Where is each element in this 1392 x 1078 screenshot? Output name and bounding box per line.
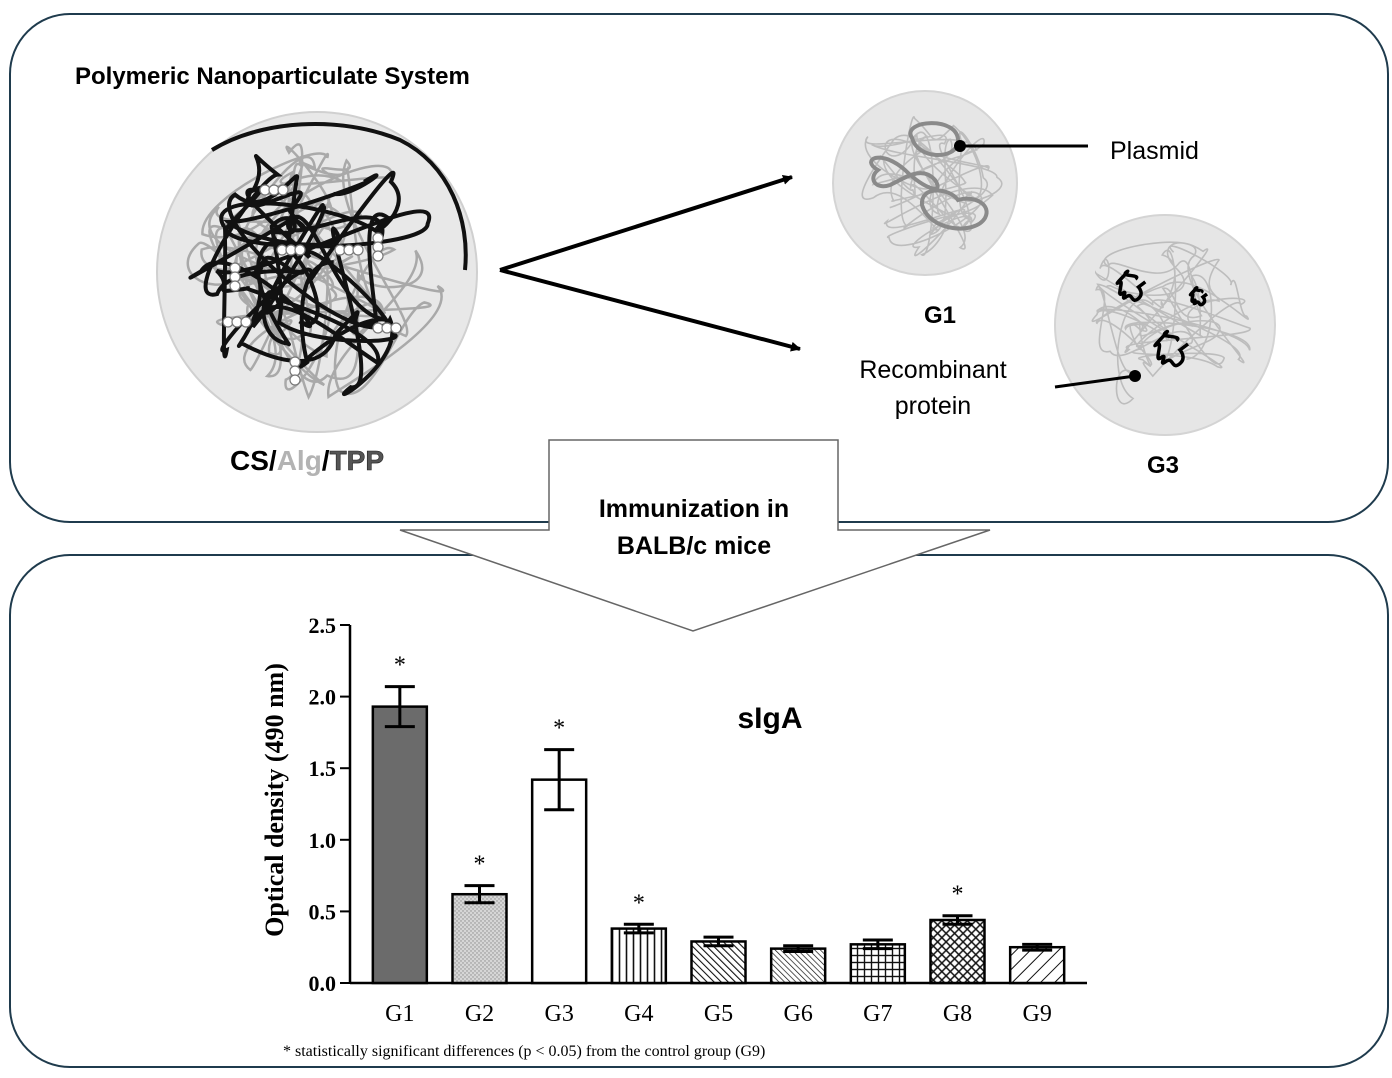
separator-2: / [322, 445, 330, 476]
error-bar-g1 [384, 685, 415, 729]
g3-polymer-mesh [1091, 241, 1251, 405]
x-tick-label: G3 [544, 1001, 573, 1027]
recombinant-label-line2: protein [895, 392, 971, 420]
protein-cluster [1188, 285, 1209, 307]
error-bar-g4 [623, 922, 654, 935]
bar-g8 [929, 918, 986, 985]
tpp-crosslink [222, 316, 252, 328]
x-tick-label: G6 [783, 1001, 812, 1027]
arrow-to-g3 [499, 268, 801, 352]
error-bar-g8 [942, 914, 973, 926]
bar-g9 [1008, 945, 1066, 985]
immunization-label-line2: BALB/c mice [617, 532, 771, 560]
y-tick-label: 1.0 [309, 828, 337, 853]
tpp-label: TPP [330, 445, 384, 476]
x-tick-label: G8 [943, 1001, 972, 1027]
significance-mark: * [633, 890, 645, 916]
arrow-to-g1 [499, 174, 793, 272]
chart-footnote: * statistically significant differences … [283, 1043, 765, 1060]
immunization-arrow [399, 439, 991, 632]
recombinant-label-line1: Recombinant [859, 356, 1006, 384]
tpp-crosslink [259, 184, 289, 196]
g1-particle [832, 90, 1018, 276]
composition-label: CS/Alg/TPP [230, 445, 384, 476]
protein-cluster [1153, 329, 1190, 368]
error-bar-g6 [783, 944, 814, 953]
separator-1: / [269, 445, 277, 476]
error-bar-g3 [544, 748, 575, 812]
y-tick-label: 0.5 [309, 899, 337, 924]
chitosan-chain [188, 154, 432, 396]
chitosan-rim-chain [210, 122, 468, 271]
significance-mark: * [952, 882, 964, 908]
x-tick-label: G9 [1022, 1001, 1051, 1027]
significance-mark: * [474, 852, 486, 878]
tpp-crosslink [229, 262, 241, 292]
y-tick-label: 0.0 [309, 971, 337, 996]
tpp-crosslink [289, 356, 301, 386]
plasmid-pointer-dot [954, 140, 966, 152]
x-tick-label: G1 [385, 1001, 414, 1027]
bar-g4 [610, 927, 668, 985]
y-tick-label: 1.5 [309, 756, 337, 781]
cs-label: CS [230, 445, 269, 476]
g3-particle [1054, 214, 1276, 436]
error-bar-g5 [703, 935, 734, 948]
significance-mark: * [553, 716, 565, 742]
bar-g5 [690, 940, 747, 985]
g3-label: G3 [1147, 452, 1179, 479]
x-tick-label: G4 [624, 1001, 653, 1027]
chart-title: sIgA [737, 702, 802, 735]
bar-g1 [371, 705, 429, 985]
error-bar-g2 [464, 884, 495, 905]
significance-mark: * [394, 653, 406, 679]
siga-bar-chart: 0.0 0.5 1.0 1.5 2.0 2.5 * G1 * G2 * G3 * G4 G5 G6 G7 * G8 G… [309, 613, 1087, 1027]
tpp-crosslink [276, 244, 306, 256]
x-tick-label: G5 [704, 1001, 733, 1027]
bar-g6 [769, 947, 827, 985]
bottom-panel [9, 554, 1389, 1068]
protein-pointer [1054, 374, 1136, 389]
immunization-label-line1: Immunization in [599, 495, 789, 523]
error-bar-g7 [862, 938, 893, 951]
protein-pointer-dot [1129, 370, 1141, 382]
alg-label: Alg [277, 445, 322, 476]
tpp-crosslink [372, 232, 384, 262]
g1-label: G1 [924, 302, 956, 329]
nanoparticle-illustration [156, 111, 478, 433]
protein-icon [1115, 269, 1209, 368]
y-tick-label: 2.0 [309, 685, 337, 710]
protein-cluster [1115, 269, 1147, 302]
plasmid-label: Plasmid [1110, 137, 1199, 165]
x-tick-label: G2 [465, 1001, 494, 1027]
tpp-crosslink [334, 244, 364, 256]
y-axis-label: Optical density (490 nm) [260, 663, 289, 937]
y-tick-label: 2.5 [309, 613, 337, 638]
top-panel-title: Polymeric Nanoparticulate System [75, 63, 470, 90]
bar-g7 [849, 943, 907, 985]
x-tick-label: G7 [863, 1001, 892, 1027]
bar-g3 [530, 778, 588, 985]
bar-g2 [451, 892, 508, 985]
tpp-crosslink [372, 322, 402, 334]
error-bar-g9 [1022, 942, 1053, 952]
